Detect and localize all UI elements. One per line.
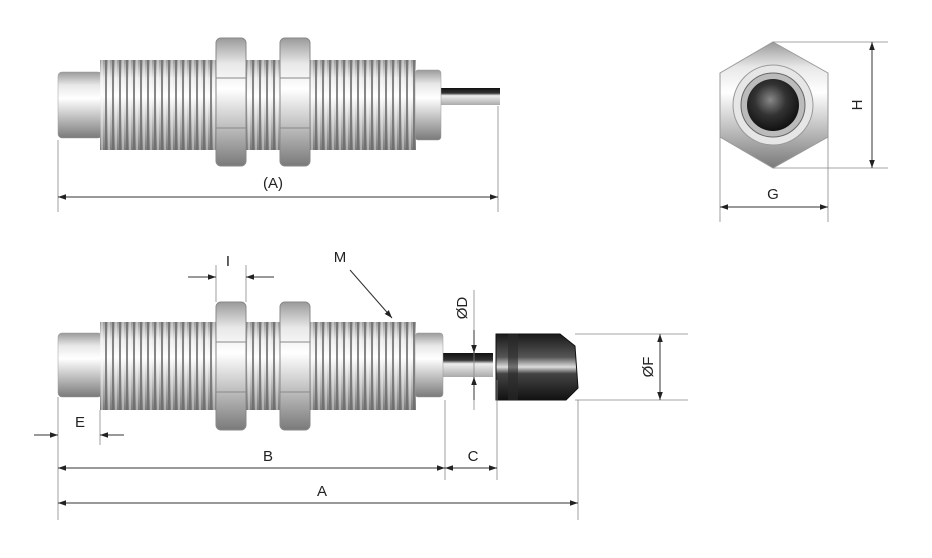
- label-h: H: [849, 100, 866, 111]
- top-absorber: [57, 37, 500, 167]
- label-g: G: [767, 186, 779, 203]
- collar: [414, 332, 444, 398]
- label-a-top: (A): [263, 175, 283, 192]
- bottom-absorber: [57, 301, 579, 431]
- nut: [279, 37, 311, 167]
- hex-end-view: H G: [719, 41, 888, 222]
- rod: [440, 88, 500, 105]
- end-cylinder: [57, 332, 103, 398]
- collar: [414, 69, 442, 141]
- label-d: ØD: [454, 297, 471, 320]
- nut: [279, 301, 311, 431]
- label-b: B: [263, 448, 273, 465]
- end-cylinder: [57, 71, 103, 139]
- label-f: ØF: [640, 357, 657, 378]
- label-a: A: [317, 483, 327, 500]
- label-e: E: [75, 414, 85, 431]
- thread-callout: M: [334, 249, 393, 319]
- label-i: I: [226, 253, 230, 270]
- dimension-d: ØD: [454, 290, 477, 410]
- dimension-a-top: (A): [57, 106, 499, 212]
- dimension-f: ØF: [575, 333, 688, 401]
- nut: [215, 301, 247, 431]
- nut: [215, 37, 247, 167]
- rod: [443, 353, 493, 377]
- label-m: M: [334, 249, 347, 266]
- dimension-i: I: [188, 253, 274, 302]
- label-c: C: [468, 448, 479, 465]
- bottom-dimensions: E B C A: [34, 380, 579, 520]
